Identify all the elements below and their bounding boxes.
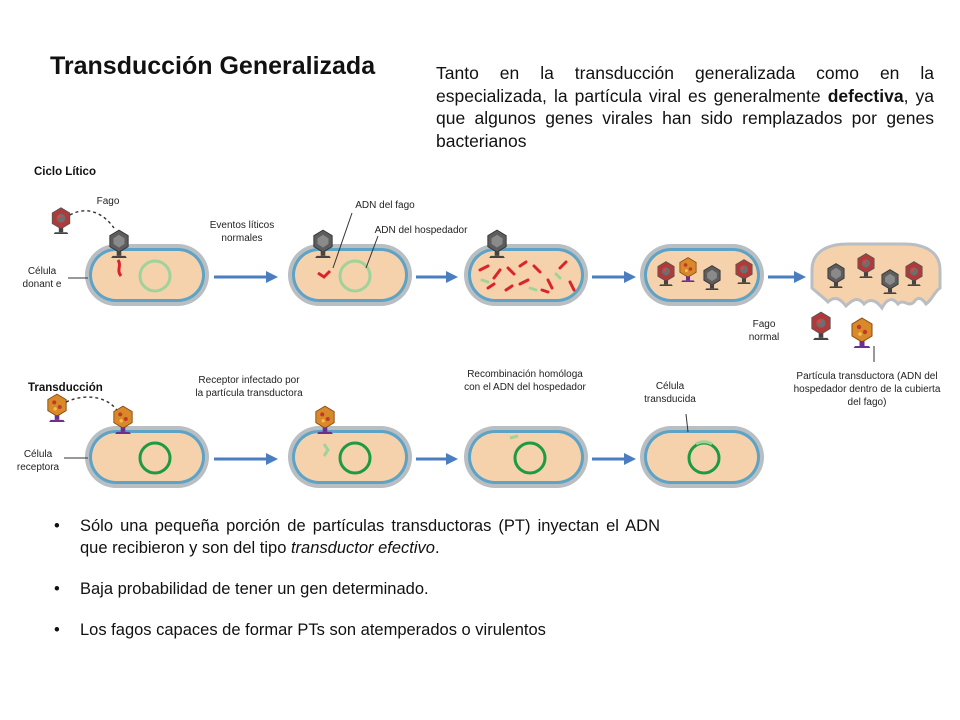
bacterial-cell-assembly	[640, 244, 764, 306]
bacterial-cell-recipient	[85, 426, 209, 488]
transducing-particle-icon	[47, 393, 67, 422]
section-label-lytic: Ciclo Lítico	[34, 166, 96, 178]
label-normal-lytic-events: Eventos líticos normales	[209, 220, 275, 244]
intro-text-1: Tanto en la transducción generalizada co…	[436, 63, 934, 106]
label-transduced-cell: Célula transducida	[644, 381, 696, 405]
bullet-end: .	[434, 539, 440, 557]
bacterial-cell-degraded-dna	[464, 244, 588, 306]
bacterial-cell-infected	[288, 244, 412, 306]
transducing-particle-icon	[851, 317, 873, 348]
process-arrow	[592, 453, 636, 465]
process-arrow	[416, 271, 458, 283]
bullet-item-1: • Sólo una pequeña porción de partículas …	[54, 515, 660, 559]
phage-trajectory-line	[65, 396, 119, 413]
bacterial-cell-injected	[288, 426, 412, 488]
bacterial-cell-transduced	[640, 426, 764, 488]
phage-trajectory-line	[69, 210, 115, 229]
bullet-list: • Sólo una pequeña porción de partículas …	[54, 515, 660, 660]
process-arrow	[416, 453, 458, 465]
bullet-item-3: • Los fagos capaces de formar PTs son ate…	[54, 619, 660, 641]
bullet-item-2: • Baja probabilidad de tener un gen deter…	[54, 578, 660, 600]
intro-text-2: , ya que algunos genes virales han sido …	[436, 85, 934, 151]
bullet-text: Sólo una pequeña porción de partículas t…	[80, 517, 660, 557]
bullet-text: Baja probabilidad de tener un gen determ…	[80, 580, 429, 598]
process-arrow	[768, 271, 806, 283]
process-arrow	[214, 453, 278, 465]
label-donor-cell: Célula donant e	[22, 266, 62, 290]
label-phage-dna: ADN del fago	[355, 200, 415, 211]
bacterial-cell-donor	[85, 244, 209, 306]
bullet-text: Los fagos capaces de formar PTs son atem…	[80, 621, 546, 639]
label-phage: Fago	[96, 196, 120, 207]
bacterial-cell-recombination	[464, 426, 588, 488]
bullet-icon: •	[54, 621, 60, 639]
label-infected-receptor: Receptor infectado por la partícula tran…	[195, 375, 303, 399]
label-homologous-recombination: Recombinación homóloga con el ADN del ho…	[464, 369, 586, 393]
label-normal-phage: Fago normal	[748, 319, 780, 343]
intro-bold-term: defectiva	[827, 85, 904, 106]
label-transducing-particle: Partícula transductora (ADN del hospedad…	[793, 371, 941, 408]
phage-icon	[51, 207, 71, 234]
label-host-dna: ADN del hospedador	[374, 225, 468, 236]
bacterial-cell-lysing	[810, 242, 942, 311]
process-arrow	[214, 271, 278, 283]
intro-paragraph: Tanto en la transducción generalizada co…	[436, 62, 934, 152]
bullet-icon: •	[54, 580, 60, 598]
label-recipient-cell: Célula receptora	[16, 449, 60, 473]
normal-phage-icon	[811, 311, 831, 340]
process-arrow	[592, 271, 636, 283]
bullet-italic-term: transductor efectivo	[290, 539, 435, 557]
bullet-icon: •	[54, 517, 60, 535]
section-label-transduction: Transducción	[28, 382, 103, 394]
page-title: Transducción Generalizada	[50, 52, 376, 80]
